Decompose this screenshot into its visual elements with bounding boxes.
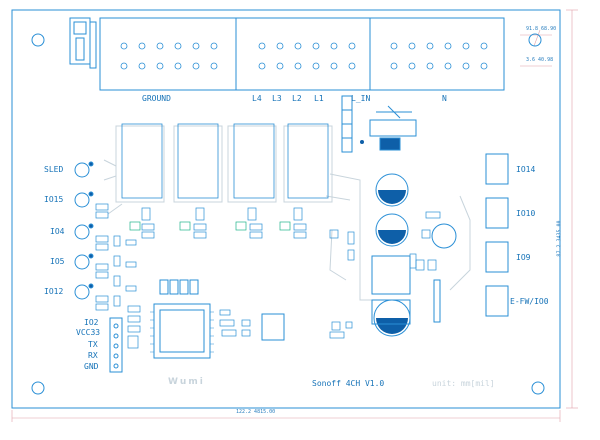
dim-right-side: 87.2 3435.00: [556, 220, 563, 257]
label-io2: IO2: [84, 318, 99, 327]
barrel-connector: [69, 17, 97, 69]
label-tx: TX: [88, 340, 98, 349]
transistors: [129, 207, 441, 271]
unit-label: unit: mm[mil]: [432, 379, 495, 388]
label-gnd: GND: [84, 362, 99, 371]
left-leds: [74, 161, 94, 300]
smd-resistors: [95, 203, 137, 311]
board-logo: Wumi: [168, 377, 205, 387]
mounting-holes: [31, 33, 545, 395]
dimension-lines: [11, 9, 578, 422]
l-in-component: [341, 95, 417, 153]
label-io9: IO9: [516, 253, 531, 262]
label-l3: L3: [272, 94, 282, 103]
board-outline: [11, 9, 561, 409]
label-io12: IO12: [44, 287, 64, 296]
right-buttons: [485, 153, 509, 317]
crystal: [261, 313, 285, 341]
label-l4: L4: [252, 94, 262, 103]
capacitors: [373, 173, 457, 337]
power-module: [371, 255, 441, 325]
label-l2: L2: [292, 94, 302, 103]
label-io14: IO14: [516, 165, 536, 174]
label-io5: IO5: [50, 257, 65, 266]
terminal-block-neutral: [369, 17, 505, 91]
label-rx: RX: [88, 351, 98, 360]
dim-top-right-a: 91.8 68.90: [526, 26, 557, 32]
label-l-in: L_IN: [351, 94, 371, 103]
relay-outlines: [103, 125, 471, 301]
module-passives: [127, 305, 353, 349]
ic-row: [159, 279, 199, 295]
dim-bottom: 122.2 4815.00: [236, 409, 276, 415]
board-title: Sonoff 4CH V1.0: [312, 379, 385, 388]
programming-header: [109, 317, 123, 373]
label-sled: SLED: [44, 165, 64, 174]
terminal-block-loads: [235, 17, 371, 91]
label-neutral: N: [442, 94, 447, 103]
dim-top-right-b: 3.6 40.98: [526, 57, 554, 63]
label-io10: IO10: [516, 209, 536, 218]
label-ground: GROUND: [142, 94, 171, 103]
label-io15: IO15: [44, 195, 64, 204]
label-l1: L1: [314, 94, 324, 103]
relays: [121, 123, 329, 199]
label-e-fw-io0: E-FW/IO0: [510, 297, 549, 306]
terminal-block-ground: [99, 17, 237, 91]
esp-module: [150, 303, 214, 359]
label-vcc33: VCC33: [76, 328, 101, 337]
label-io4: IO4: [50, 227, 65, 236]
